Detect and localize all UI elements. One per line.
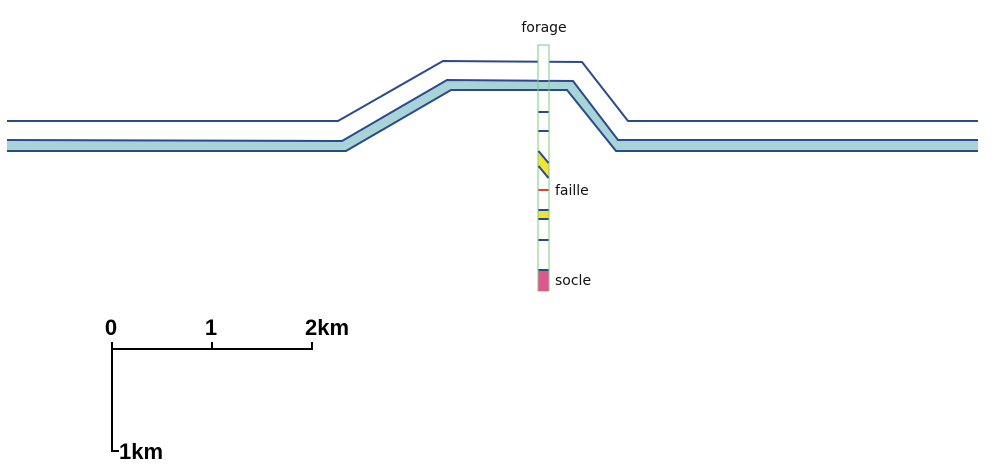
scale-label-1: 1 [205, 315, 217, 340]
scale-label-0: 0 [105, 315, 117, 340]
fault-label: faille [555, 183, 589, 199]
borehole-layer-segment [538, 81, 549, 90]
scale-label-2km: 2km [305, 315, 349, 340]
upper-surface-line [7, 59, 978, 122]
borehole-tilted-line-top [537, 150, 550, 164]
borehole-tilted-yellow-layer [538, 151, 549, 178]
scale-bar: 0 1 2km 1km [105, 315, 349, 464]
borehole-tilted-line-bottom [537, 165, 550, 179]
basement-label: socle [555, 273, 591, 289]
folded-layer [7, 80, 978, 151]
borehole-yellow-layer [538, 210, 549, 219]
scale-label-1km: 1km [119, 439, 163, 464]
folded-layer-bottom-line [7, 89, 978, 152]
folded-layer-top-line [6, 78, 978, 143]
borehole-label: forage [521, 20, 566, 36]
basement-block [538, 270, 549, 291]
